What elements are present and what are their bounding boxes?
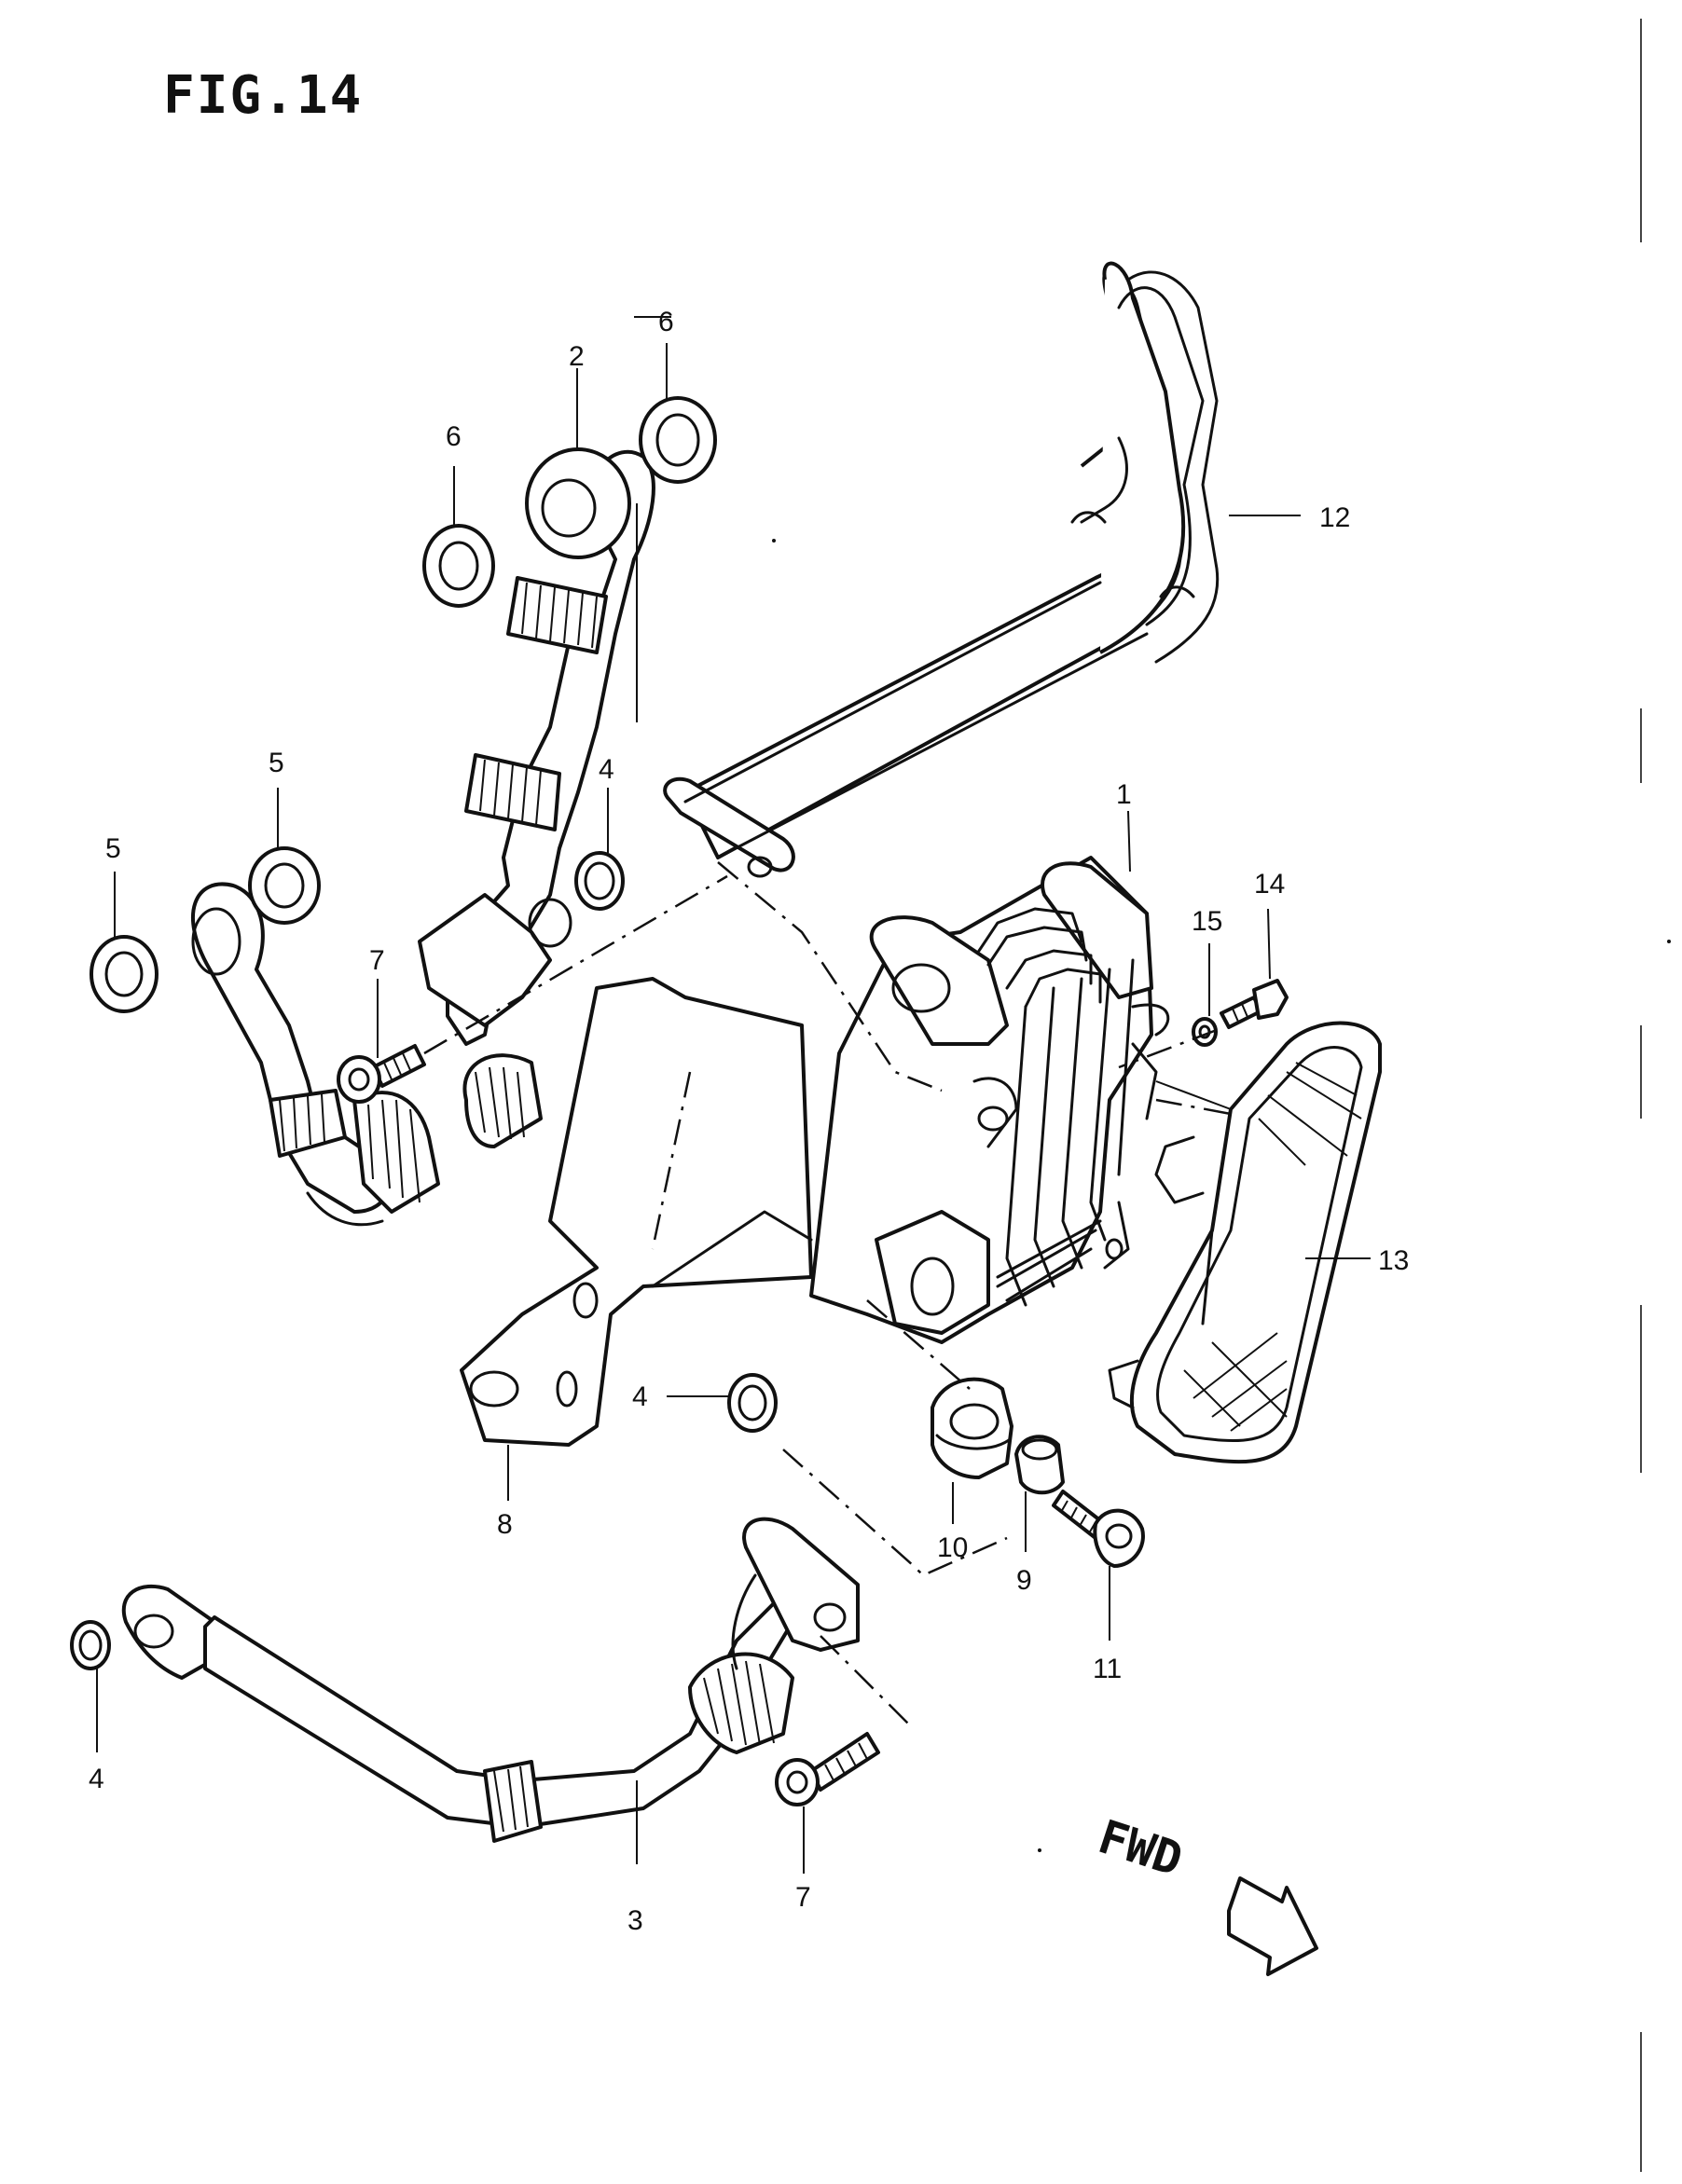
alignment-lines [423, 861, 1232, 1725]
forward-indicator: FWD [1092, 1809, 1318, 1976]
callout-9: 9 [1016, 1565, 1032, 1596]
part-banjo-hose-left [191, 882, 440, 1227]
part-8-bracket [460, 977, 813, 1447]
bolt-11 [1052, 1490, 1145, 1568]
stray-dots [772, 539, 1671, 1852]
washer-6-left [422, 524, 495, 608]
washer-15 [1192, 1017, 1218, 1047]
callout-6-right: 6 [658, 307, 674, 337]
part-2-upper-hose [418, 447, 655, 1148]
callout-15: 15 [1192, 906, 1222, 937]
callout-7-upper: 7 [369, 945, 385, 976]
callout-4-middle: 4 [632, 1381, 648, 1412]
forward-arrow-icon [1227, 1876, 1318, 1976]
forward-label: FWD [1092, 1809, 1189, 1887]
washer-4-upper [574, 851, 625, 911]
callout-12: 12 [1319, 502, 1350, 533]
callout-14: 14 [1254, 869, 1285, 900]
bolt-7-lower [775, 1732, 880, 1806]
callout-5-left: 5 [105, 833, 121, 864]
washer-5-left [90, 935, 159, 1013]
callout-3: 3 [627, 1905, 643, 1936]
washer-6-right [639, 396, 717, 484]
bolt-7-upper [337, 1044, 426, 1104]
washer-4-middle [727, 1373, 778, 1433]
callout-7-lower: 7 [795, 1882, 811, 1913]
part-3-lower-hose [121, 1517, 860, 1843]
callout-5-right: 5 [269, 748, 284, 778]
callout-2: 2 [569, 341, 585, 372]
part-12-tube [663, 261, 1220, 878]
callout-labels: 1 2 3 4 4 4 5 5 6 6 7 7 8 9 10 11 12 13 … [89, 307, 1409, 1936]
part-13-screen [1108, 1021, 1382, 1464]
callout-4-lower: 4 [89, 1764, 104, 1794]
part-1-oil-cooler [809, 856, 1170, 1344]
callout-10: 10 [937, 1532, 968, 1563]
part-9-collar [1014, 1435, 1065, 1495]
bolts [337, 979, 1289, 1806]
leader-lines [96, 316, 1371, 1874]
bolt-14 [1220, 979, 1289, 1029]
callout-13: 13 [1378, 1245, 1409, 1276]
figure-title: FIG.14 [163, 65, 364, 126]
callout-8: 8 [497, 1509, 513, 1540]
callout-4-upper: 4 [599, 754, 614, 785]
callout-11: 11 [1093, 1654, 1122, 1684]
washers [70, 396, 1218, 1670]
washer-5-right [248, 846, 321, 925]
part-10-grommet [931, 1377, 1013, 1479]
callout-1: 1 [1116, 779, 1132, 810]
callout-6-left: 6 [446, 421, 462, 452]
washer-4-lower [70, 1620, 111, 1670]
